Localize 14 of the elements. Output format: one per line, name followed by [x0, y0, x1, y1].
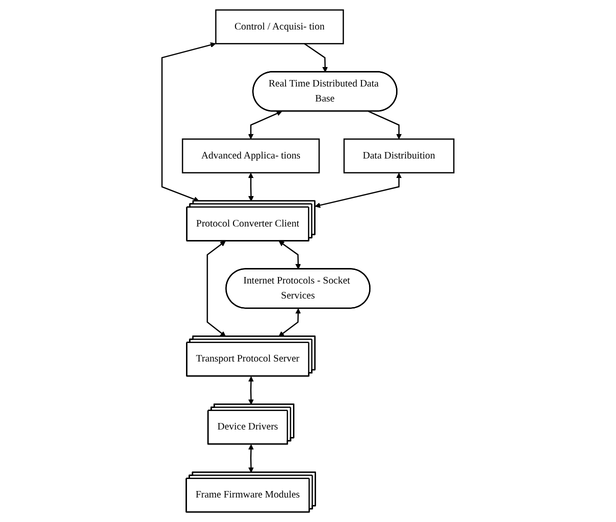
arrow [161, 42, 216, 202]
arrow [315, 172, 402, 208]
arrow [304, 43, 328, 72]
arrow [248, 172, 254, 202]
node-box: Advanced Applica- tions [182, 138, 320, 174]
arrow [248, 110, 282, 140]
arrow [248, 444, 254, 473]
arrow [278, 240, 301, 270]
node-box: Data Distribuition [344, 138, 455, 174]
arrow [248, 376, 254, 405]
arrow [278, 308, 301, 337]
arrow [368, 110, 402, 140]
arrow [206, 240, 226, 337]
node-box: Control / Acquisi- tion [215, 9, 344, 44]
